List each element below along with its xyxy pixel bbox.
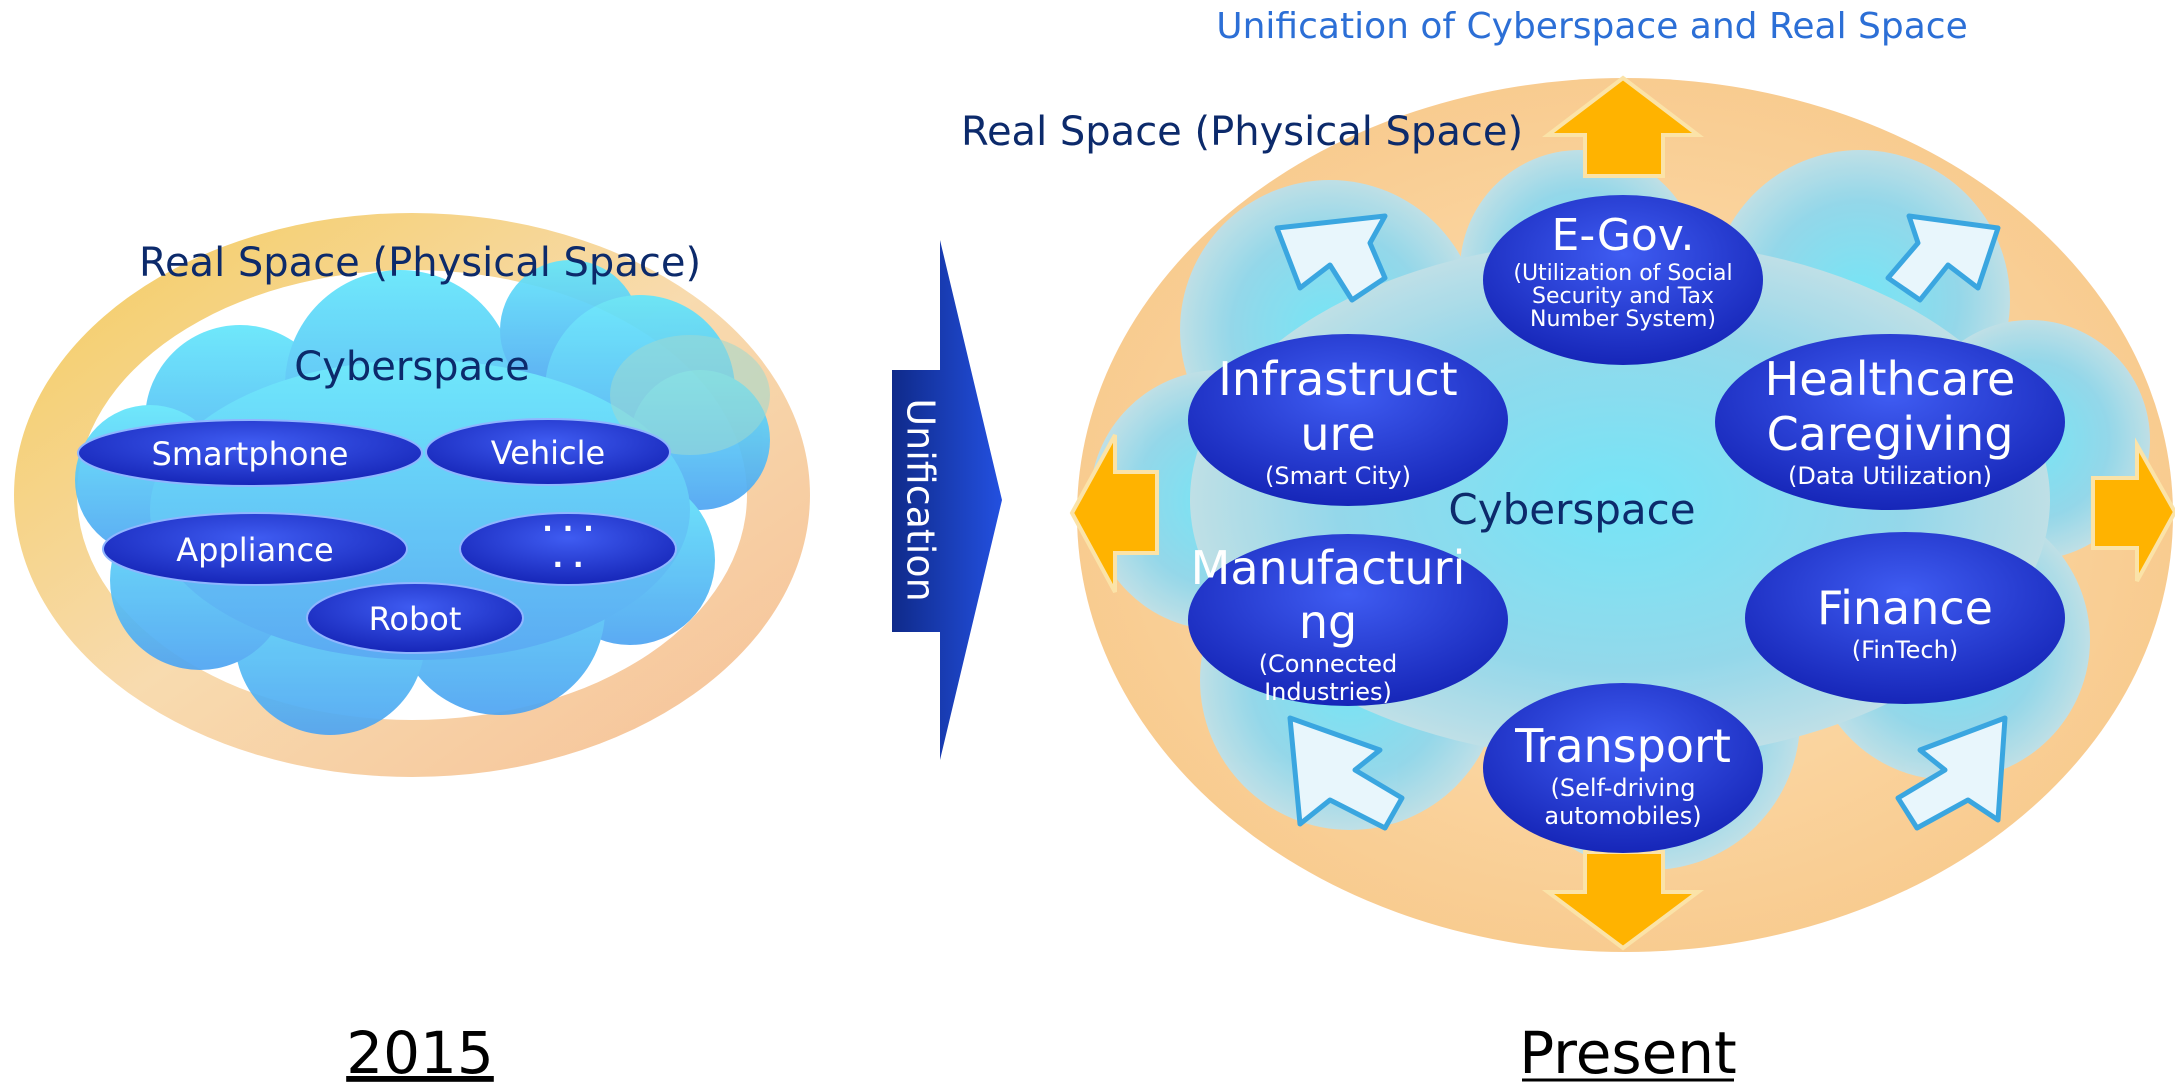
device-more-dots-2: · · — [552, 548, 583, 581]
expand-arrow-upper-left — [1274, 213, 1388, 303]
left-panel: Real Space (Physical Space) Cyberspace S… — [14, 213, 810, 1087]
node-title: Transport — [1514, 719, 1731, 773]
expand-arrow-lower-right — [1895, 715, 2008, 831]
node-manufacturing: Manufacturi ng (Connected Industries) — [1188, 534, 1508, 706]
expand-arrow-lower-left — [1287, 715, 1405, 831]
device-label: Vehicle — [491, 434, 605, 472]
node-subtitle: (FinTech) — [1852, 636, 1958, 664]
node-subtitle: (Smart City) — [1265, 462, 1411, 490]
node-subtitle: (Data Utilization) — [1788, 462, 1992, 490]
device-label: Appliance — [176, 531, 333, 569]
node-title: E-Gov. — [1552, 210, 1695, 261]
node-title: ure — [1300, 407, 1375, 461]
headline: Unification of Cyberspace and Real Space — [1216, 6, 1967, 47]
node-subtitle: (Self-driving — [1551, 774, 1696, 802]
period-label: Present — [1519, 1019, 1737, 1087]
unification-label: Unification — [899, 398, 943, 601]
node-title: Healthcare — [1765, 352, 2016, 406]
right-real-space-label: Real Space (Physical Space) — [961, 109, 1523, 155]
device-smartphone: Smartphone — [77, 419, 423, 487]
node-subtitle: Security and Tax — [1532, 284, 1714, 309]
expand-arrow-right — [2091, 437, 2175, 582]
node-subtitle: Industries) — [1264, 678, 1392, 706]
node-e-gov: E-Gov. (Utilization of Social Security a… — [1483, 195, 1763, 365]
node-title: Caregiving — [1767, 407, 2014, 461]
expand-arrow-left — [1069, 434, 1159, 593]
device-label: Smartphone — [152, 435, 349, 473]
device-label: Robot — [369, 600, 462, 638]
node-infrastructure: Infrastruct ure (Smart City) — [1188, 334, 1508, 506]
right-panel: Unification of Cyberspace and Real Space… — [961, 6, 2175, 1087]
node-healthcare: Healthcare Caregiving (Data Utilization) — [1715, 334, 2065, 510]
device-more: · · · · · — [459, 512, 677, 586]
device-more-dots-1: · · · — [542, 512, 593, 545]
node-subtitle: automobiles) — [1544, 802, 1701, 830]
node-title: Infrastruct — [1218, 352, 1457, 406]
left-cyberspace-label: Cyberspace — [294, 344, 529, 390]
node-subtitle: (Connected — [1259, 650, 1398, 678]
device-appliance: Appliance — [102, 512, 408, 586]
node-title: Finance — [1817, 581, 1993, 635]
node-subtitle: Number System) — [1530, 307, 1716, 332]
node-subtitle: (Utilization of Social — [1513, 261, 1732, 286]
right-cyberspace-label: Cyberspace — [1448, 485, 1695, 534]
left-real-space-label: Real Space (Physical Space) — [139, 240, 701, 286]
node-finance: Finance (FinTech) — [1745, 532, 2065, 704]
node-title: ng — [1299, 595, 1357, 649]
year-label: 2015 — [346, 1019, 494, 1087]
expand-arrow-up — [1542, 75, 1704, 178]
unification-arrow: Unification — [892, 240, 1002, 760]
node-transport: Transport (Self-driving automobiles) — [1483, 683, 1763, 853]
expand-arrow-upper-right — [1885, 213, 2001, 303]
device-vehicle: Vehicle — [425, 418, 671, 486]
node-title: Manufacturi — [1191, 541, 1466, 595]
device-robot: Robot — [306, 582, 524, 654]
